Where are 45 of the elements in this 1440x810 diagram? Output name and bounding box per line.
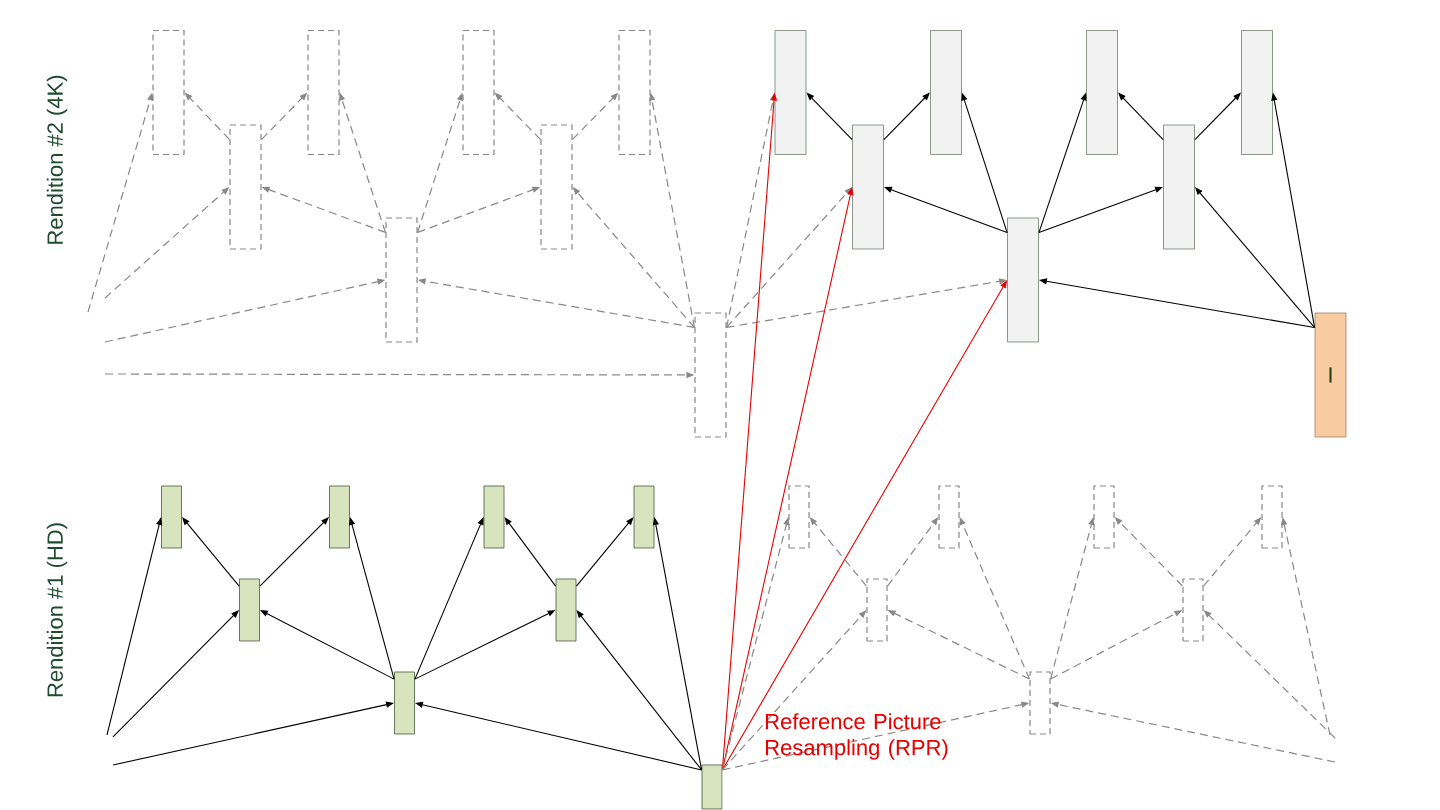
frame-box (1093, 485, 1115, 549)
frame-box (938, 485, 960, 549)
frame-box (1029, 671, 1051, 735)
arrow (414, 517, 484, 680)
frame-box (229, 124, 262, 250)
frame-box (930, 30, 962, 155)
frame-box (1261, 485, 1283, 549)
frame-box (1086, 30, 1118, 155)
frame-box (161, 485, 182, 549)
arrow (1039, 278, 1316, 329)
frame-box (788, 485, 810, 549)
arrow (576, 610, 703, 771)
frame-box (701, 764, 723, 810)
frame-box (1007, 217, 1039, 343)
frame-box (540, 124, 573, 250)
frame-box (1182, 578, 1204, 642)
frame-box: I (1314, 312, 1347, 438)
arrow (504, 517, 557, 587)
arrow (652, 517, 703, 771)
frame-box (462, 29, 495, 156)
row-label: Rendition #2 (4K) (46, 75, 68, 244)
frame-box (555, 578, 577, 642)
row-label: Rendition #1 (HD) (46, 523, 68, 697)
frame-box (329, 485, 350, 549)
frame-box (483, 485, 505, 549)
frame-box (694, 312, 727, 438)
frame-box (852, 124, 884, 250)
frame-box (239, 578, 260, 642)
frame-box (633, 485, 655, 549)
frame-box (152, 29, 185, 156)
arrow (348, 517, 395, 680)
frame-box (1241, 30, 1273, 155)
frame-box (774, 30, 807, 155)
frame-box (385, 217, 418, 343)
arrow (106, 517, 163, 736)
arrow (575, 517, 634, 587)
arrow (884, 186, 1008, 234)
arrow (959, 517, 1030, 680)
frame-box (394, 671, 415, 735)
frame-box (866, 578, 888, 642)
frame-box (307, 29, 340, 156)
frame-box (1163, 124, 1195, 250)
arrow (415, 701, 703, 771)
frame-box (618, 29, 651, 156)
annotation-text: Reference Picture Resampling (RPR) (766, 713, 948, 760)
